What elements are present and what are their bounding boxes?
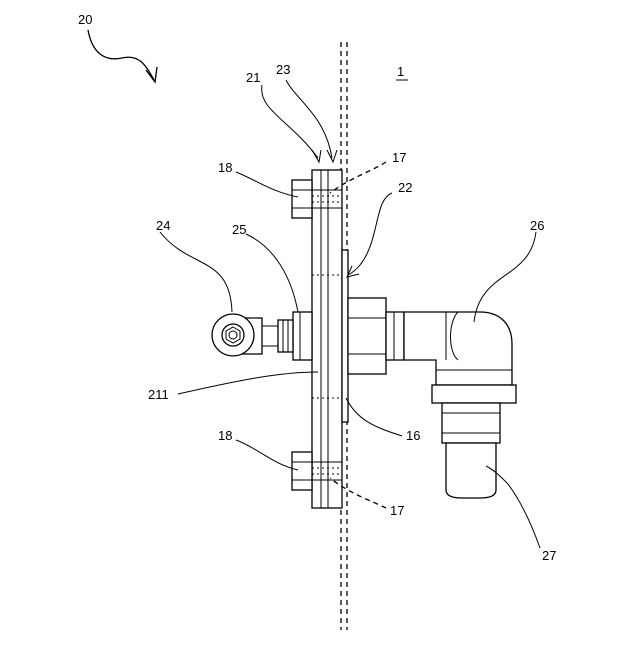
label-gasket: 23 — [276, 62, 290, 77]
assembly-arrow — [88, 30, 157, 82]
label-bracket-plate: 21 — [246, 70, 260, 85]
label-seal: 22 — [398, 180, 412, 195]
elbow — [404, 312, 512, 385]
label-opening: 16 — [406, 428, 420, 443]
eye-fitting — [212, 314, 278, 356]
hex-fitting — [348, 298, 404, 374]
label-eye-fitting: 24 — [156, 218, 170, 233]
label-plate-face: 211 — [148, 387, 169, 402]
label-hose-end: 27 — [542, 548, 556, 563]
hose-fitting — [432, 385, 516, 498]
mounting-plate — [312, 170, 342, 508]
label-hole-bottom: 17 — [390, 503, 404, 518]
nipple — [278, 312, 312, 360]
label-nipple: 25 — [232, 222, 246, 237]
label-bolt-top: 18 — [218, 160, 232, 175]
label-hole-top: 17 — [392, 150, 406, 165]
label-wall: 1 — [397, 64, 404, 79]
label-elbow: 26 — [530, 218, 544, 233]
label-bolt-bottom: 18 — [218, 428, 232, 443]
label-assembly: 20 — [78, 12, 92, 27]
